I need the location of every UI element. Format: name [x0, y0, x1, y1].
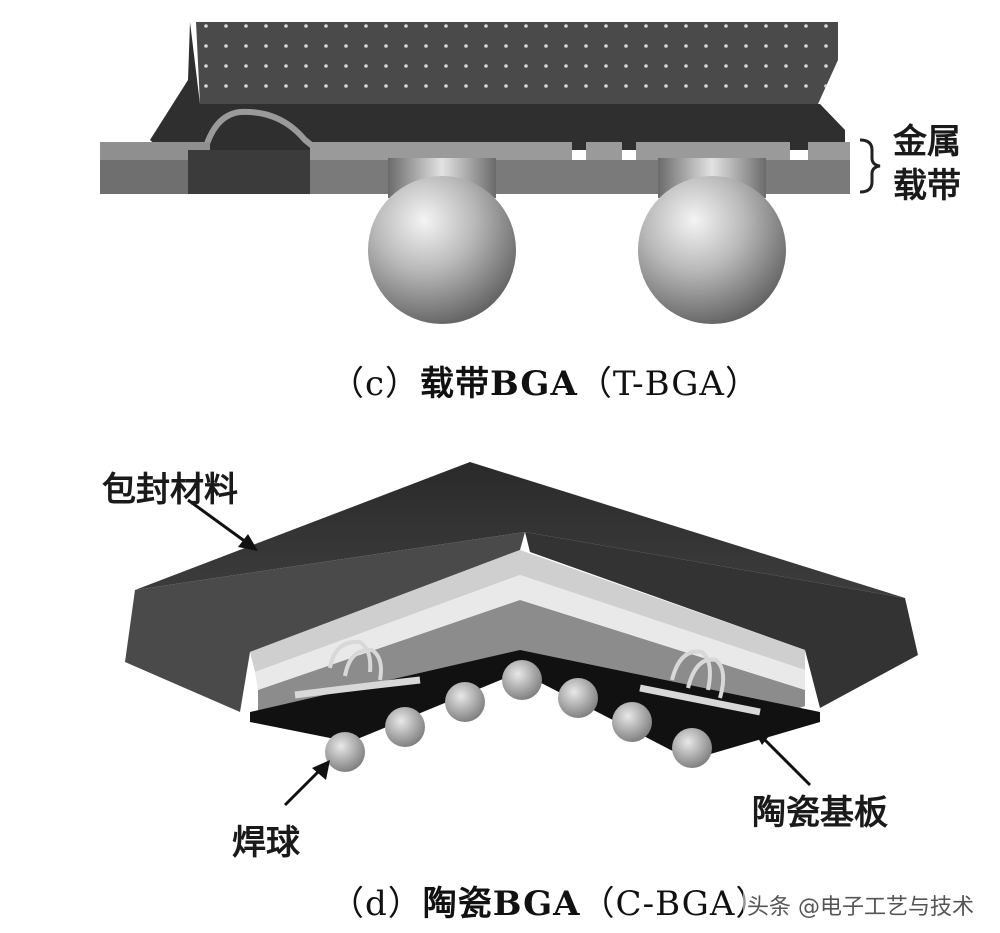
label-metal-tape: 金属 载带 — [893, 120, 961, 208]
caption-c-prefix: （c） — [330, 364, 421, 404]
solder-ball-d-6 — [612, 702, 652, 742]
bond-wires-d — [294, 639, 761, 716]
encapsulant-right-face — [525, 532, 918, 708]
label-ceramic-substrate: 陶瓷基板 — [752, 793, 888, 833]
caption-c: （c）载带BGA（T-BGA） — [330, 356, 760, 405]
solder-ball-d-2 — [385, 707, 425, 747]
caption-c-main: 载带BGA — [420, 364, 578, 404]
solder-ball-d-3 — [445, 682, 485, 722]
caption-d-main: 陶瓷BGA — [422, 884, 581, 924]
solder-ball-d-1 — [325, 732, 365, 772]
panel-d-cbga-diagram — [125, 462, 918, 807]
label-metal-tape-line2: 载带 — [893, 166, 961, 206]
arrow-solder-ball — [283, 760, 330, 807]
caption-d: （d）陶瓷BGA（C-BGA） — [330, 876, 770, 925]
arrow-ceramic-substrate — [752, 727, 812, 787]
label-encapsulant: 包封材料 — [102, 470, 238, 510]
metal-tape — [100, 142, 210, 160]
interior-layer-light — [250, 550, 805, 672]
solder-ball-d-7 — [672, 728, 712, 768]
caption-d-prefix: （d） — [330, 884, 423, 924]
label-solder-ball: 焊球 — [232, 823, 300, 863]
solder-ball-c-1 — [368, 158, 516, 324]
panel-c-tbga-diagram — [100, 22, 881, 324]
watermark: 头条 @电子工艺与技术 — [743, 889, 978, 921]
label-metal-tape-line1: 金属 — [893, 122, 961, 162]
arrow-encapsulant — [187, 498, 258, 551]
solder-ball-c-2 — [638, 158, 786, 324]
brace-icon — [859, 138, 881, 194]
encapsulant-top — [135, 462, 905, 598]
solder-ball-d-5 — [558, 678, 598, 718]
caption-d-suffix: （C-BGA） — [580, 884, 771, 924]
bond-wire — [202, 108, 322, 155]
ceramic-substrate — [250, 650, 820, 760]
encapsulant-left-face — [125, 532, 525, 712]
caption-c-suffix: （T-BGA） — [577, 364, 760, 404]
solder-ball-d-4 — [502, 660, 542, 700]
mold-encapsulant — [150, 22, 845, 150]
